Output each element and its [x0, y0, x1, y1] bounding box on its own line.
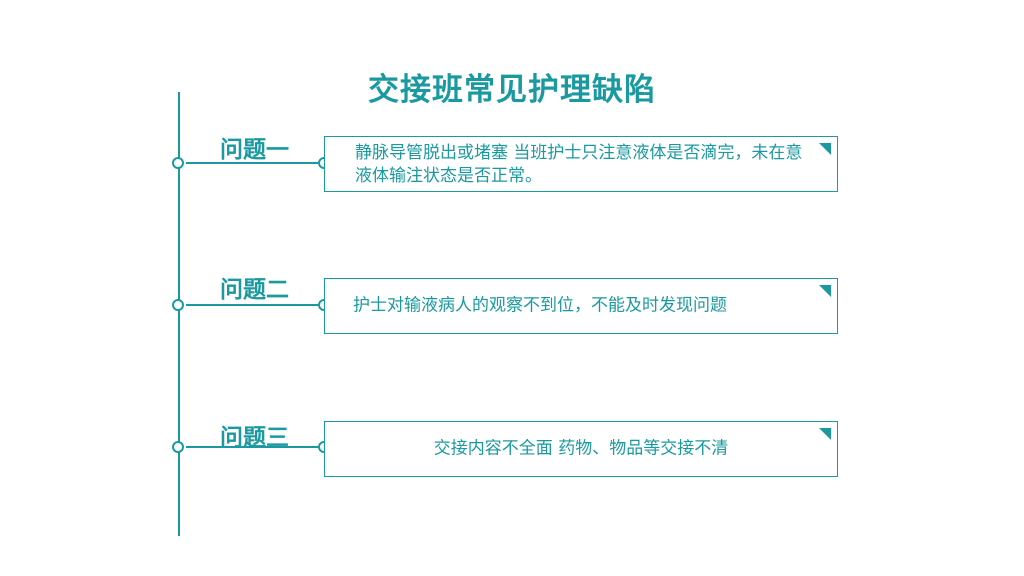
- timeline-node-left-1: [172, 157, 184, 169]
- issue-box-1: 静脉导管脱出或堵塞 当班护士只注意液体是否滴完，未在意液体输注状态是否正常。: [324, 136, 838, 192]
- issue-box-2: 护士对输液病人的观察不到位，不能及时发现问题: [324, 278, 838, 334]
- slide-title: 交接班常见护理缺陷: [368, 72, 656, 108]
- timeline-node-left-3: [172, 441, 184, 453]
- corner-triangle-icon: [819, 428, 831, 440]
- issue-box-3: 交接内容不全面 药物、物品等交接不清: [324, 421, 838, 477]
- issue-text-3: 交接内容不全面 药物、物品等交接不清: [433, 438, 729, 459]
- issue-text-2: 护士对输液病人的观察不到位，不能及时发现问题: [353, 295, 727, 316]
- issue-label-1: 问题一: [220, 137, 289, 163]
- issue-text-1: 静脉导管脱出或堵塞 当班护士只注意液体是否滴完，未在意液体输注状态是否正常。: [355, 143, 803, 186]
- timeline-node-left-2: [172, 299, 184, 311]
- issue-label-2: 问题二: [220, 277, 289, 303]
- corner-triangle-icon: [819, 285, 831, 297]
- corner-triangle-icon: [819, 143, 831, 155]
- connector-line-1: [186, 162, 318, 164]
- timeline-vertical-line: [178, 92, 180, 536]
- connector-line-3: [186, 446, 318, 448]
- connector-line-2: [186, 304, 318, 306]
